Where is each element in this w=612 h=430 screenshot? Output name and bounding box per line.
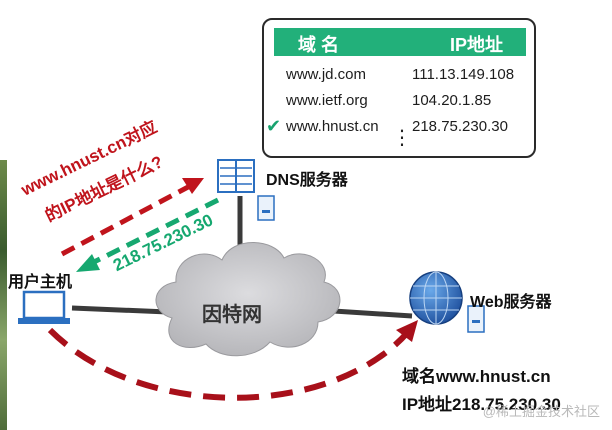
more-rows-indicator: ⋮ [392, 127, 412, 149]
row-domain: www.jd.com [286, 66, 367, 83]
query-arrow [60, 178, 204, 257]
dns-table-header: 域 名 IP地址 [274, 28, 526, 56]
check-icon: ✔ [266, 116, 282, 136]
dns-row: www.jd.com 111.13.149.108 [264, 66, 534, 90]
internet-label: 因特网 [202, 304, 262, 326]
link-user-internet [71, 305, 169, 315]
user-host-label: 用户主机 [8, 274, 73, 291]
header-domain: 域 名 [298, 35, 340, 55]
laptop-icon [18, 290, 70, 324]
left-edge-photo-strip [0, 160, 7, 430]
dns-table: 域 名 IP地址 www.jd.com 111.13.149.108 www.i… [262, 18, 536, 158]
watermark: @稀土掘金技术社区 [482, 404, 600, 419]
row-ip: 104.20.1.85 [412, 92, 492, 109]
header-ip: IP地址 [450, 35, 504, 55]
web-server-globe-icon [409, 271, 485, 333]
row-domain: www.hnust.cn [286, 118, 379, 135]
access-arrow [47, 320, 418, 401]
web-domain-line: 域名www.hnust.cn [402, 367, 551, 386]
dns-server-icon [217, 159, 275, 221]
web-server-label: Web服务器 [470, 294, 552, 311]
dns-server-label: DNS服务器 [266, 172, 348, 189]
row-domain: www.ietf.org [286, 92, 368, 109]
dns-row: ✔ www.hnust.cn 218.75.230.30 [264, 116, 534, 142]
answer-arrow [76, 197, 220, 272]
row-ip: 111.13.149.108 [412, 66, 515, 83]
row-ip: 218.75.230.30 [412, 118, 508, 135]
web-ip-line: IP地址218.75.230.30 [402, 395, 561, 414]
dns-row: www.ietf.org 104.20.1.85 [264, 92, 534, 116]
internet-cloud [155, 242, 341, 357]
